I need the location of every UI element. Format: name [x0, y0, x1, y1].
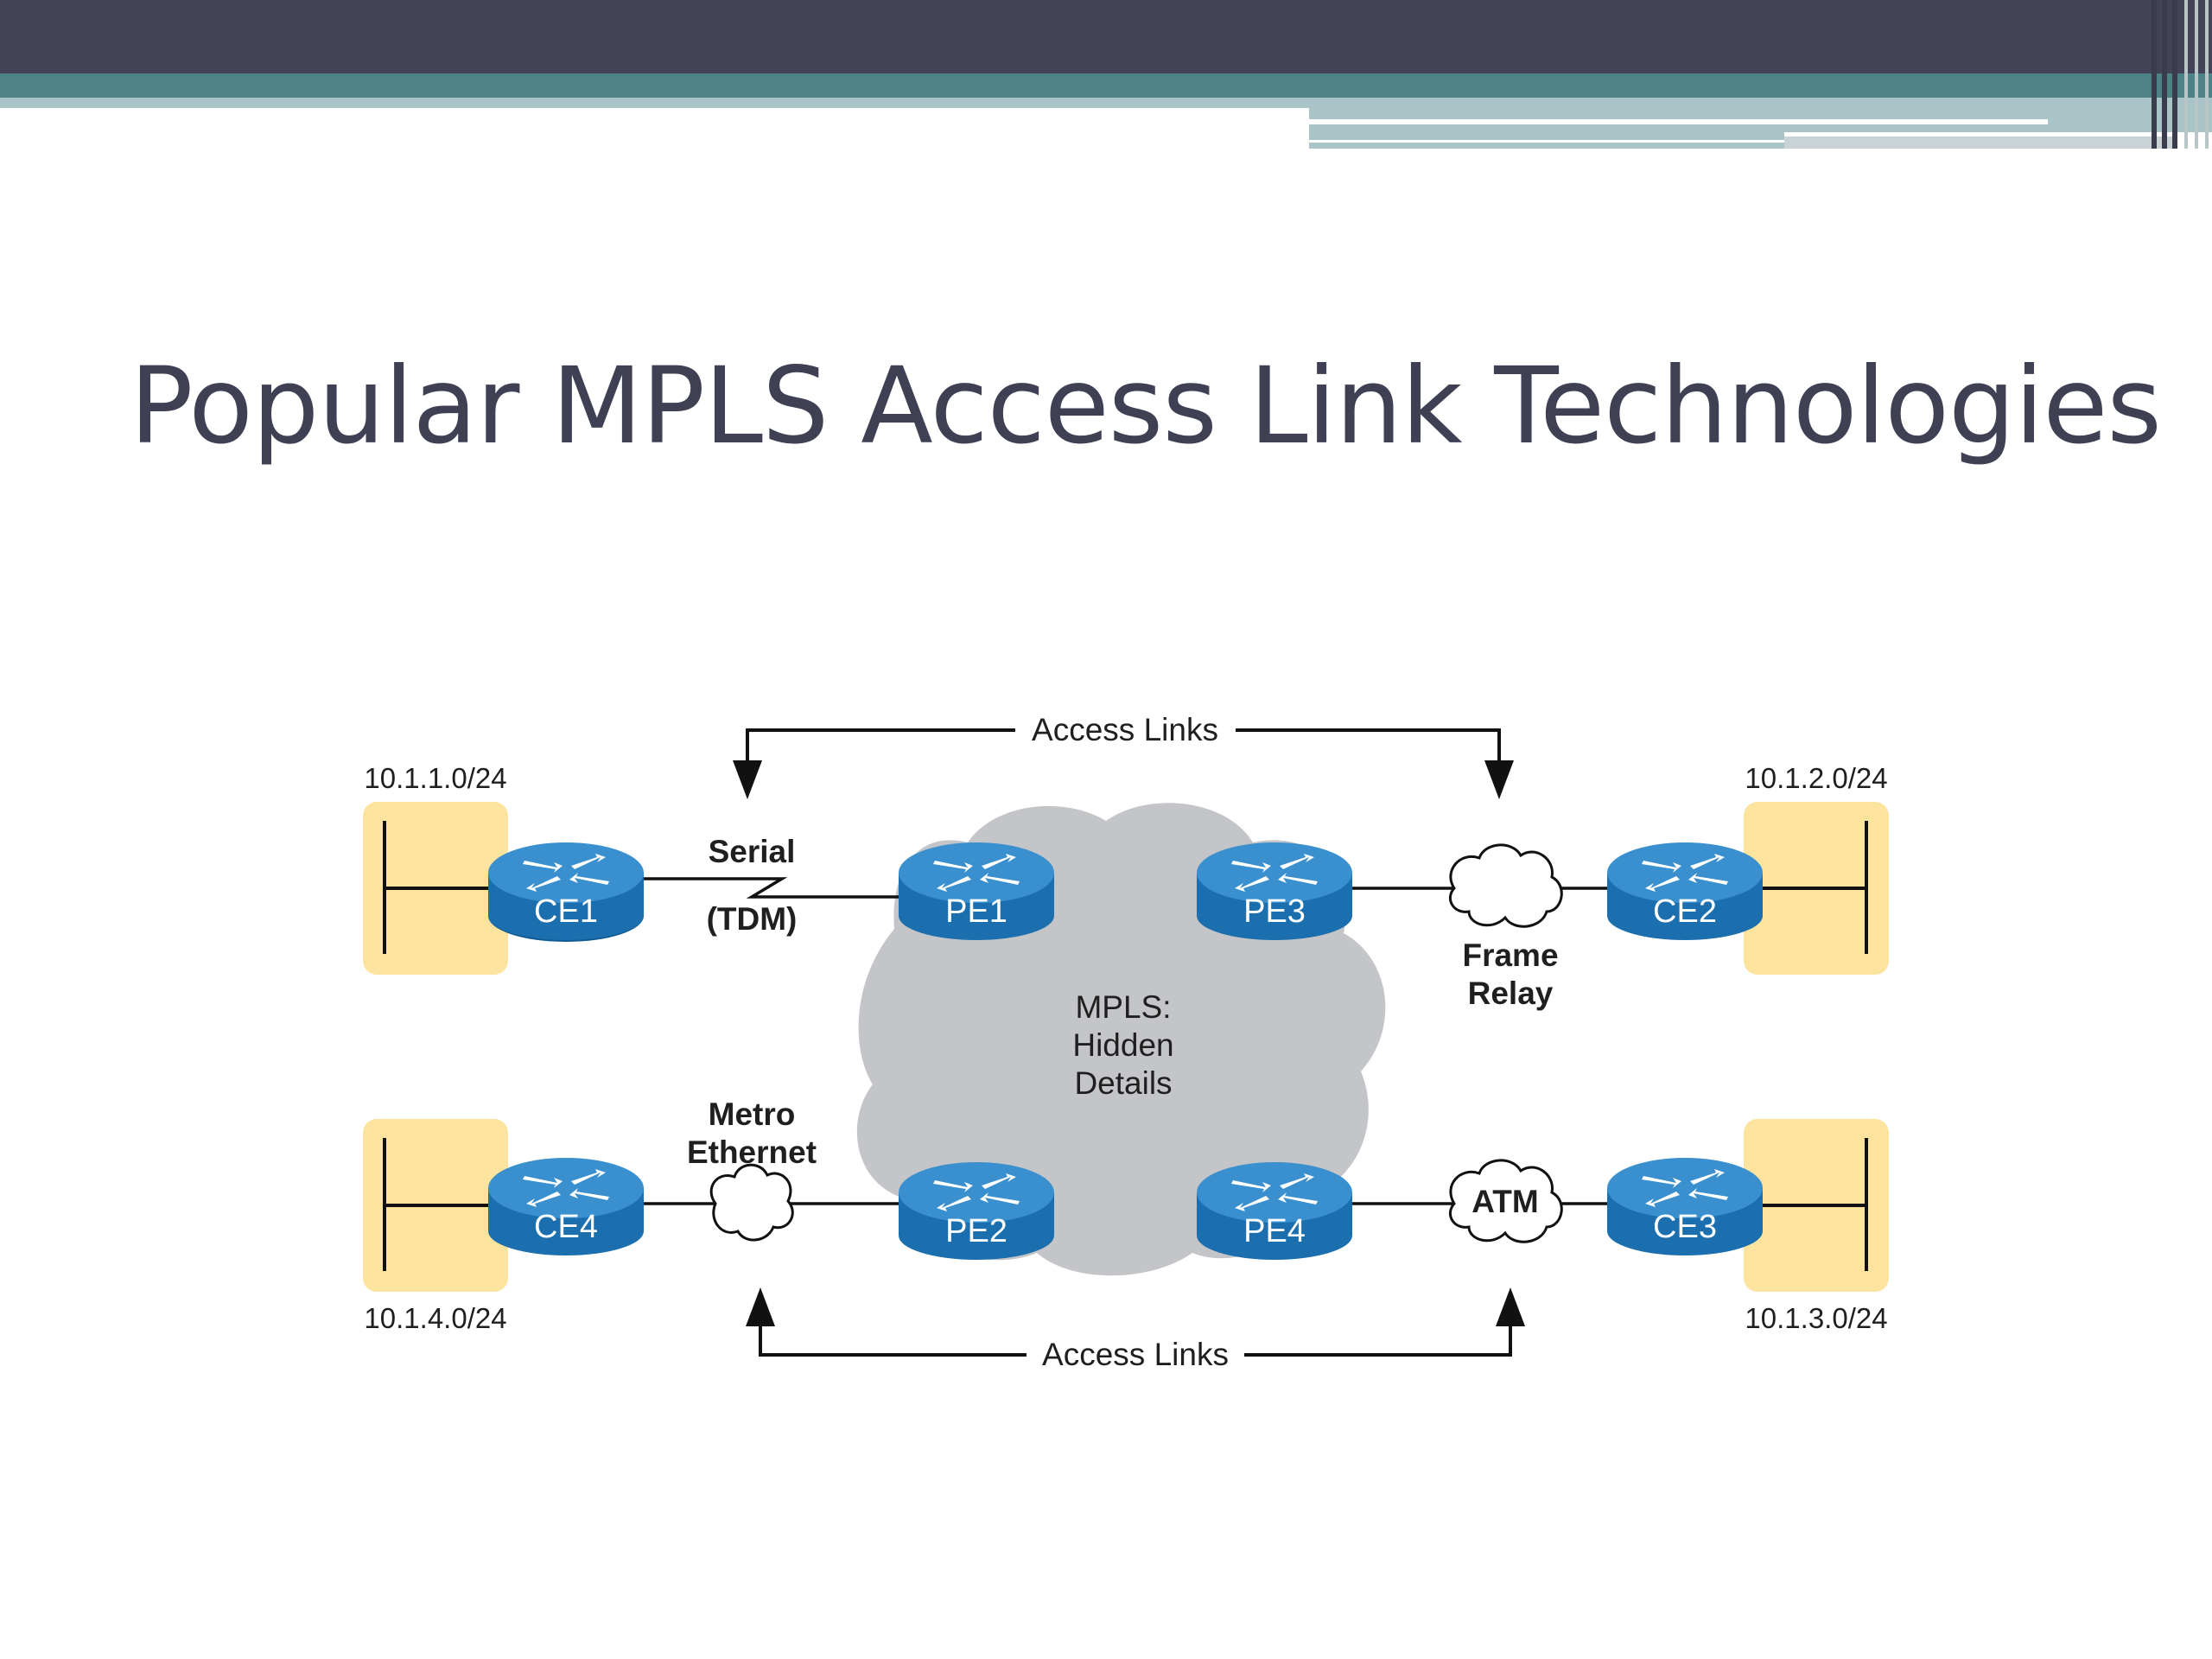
header-edge-stripe: [2172, 0, 2177, 149]
relay-label: Relay: [1468, 976, 1554, 1011]
router-label-ce3: CE3: [1653, 1209, 1717, 1245]
router-pe2: PE2: [899, 1162, 1054, 1260]
router-ce3: CE3: [1607, 1158, 1763, 1255]
access-links-top-label: Access Links: [1032, 712, 1218, 747]
serial-link: [641, 877, 899, 899]
router-ce1: CE1: [488, 842, 644, 942]
router-pe3: PE3: [1197, 842, 1352, 940]
frame-label: Frame: [1462, 938, 1558, 973]
arrowhead-bottom-left: [746, 1287, 775, 1326]
header-band-white-stripe: [1309, 119, 2048, 124]
subnet-label-ce2: 10.1.2.0/24: [1745, 762, 1887, 794]
access-links-bottom-label: Access Links: [1042, 1337, 1229, 1372]
lan-segment-ce3: [1750, 1138, 1868, 1271]
header-band-tail-gray: [1784, 137, 2177, 149]
atm-label: ATM: [1471, 1184, 1538, 1219]
lan-segment-ce2: [1750, 821, 1868, 954]
router-label-pe1: PE1: [945, 893, 1007, 930]
arrowhead-top-left: [733, 760, 762, 799]
header-edge-stripe: [2152, 0, 2157, 149]
ethernet-label: Ethernet: [687, 1135, 817, 1170]
router-ce4: CE4: [488, 1158, 644, 1255]
router-label-ce1: CE1: [534, 893, 598, 930]
subnet-label-ce3: 10.1.3.0/24: [1745, 1302, 1887, 1334]
frame-relay-cloud: [1448, 843, 1563, 928]
header-edge-stripe: [2162, 0, 2167, 149]
header-edge-stripe-light: [2184, 0, 2188, 149]
access-links-top-right-arrow: [1236, 728, 1503, 789]
header-band-lower-stripe-white: [1309, 140, 1784, 143]
router-pe1: PE1: [899, 842, 1054, 940]
metro-ethernet-cloud: [709, 1163, 794, 1242]
router-label-ce4: CE4: [534, 1209, 598, 1245]
arrowhead-top-right: [1484, 760, 1514, 799]
tdm-label: (TDM): [707, 901, 798, 937]
header-edge-stripe-light: [2195, 0, 2198, 149]
atm-cloud: [1448, 1159, 1563, 1243]
router-label-pe3: PE3: [1243, 893, 1306, 930]
lan-segment-ce1: [383, 821, 501, 954]
header-band-teal: [0, 73, 2212, 98]
header-band-dark: [0, 0, 2212, 73]
mpls-cloud-label-line2: Hidden: [1072, 1027, 1173, 1063]
router-label-pe2: PE2: [945, 1213, 1007, 1249]
metro-label: Metro: [709, 1096, 796, 1132]
router-label-pe4: PE4: [1243, 1213, 1306, 1249]
mpls-cloud-label-line3: Details: [1074, 1065, 1172, 1101]
access-links-top-left-arrow: [743, 728, 1015, 789]
access-links-bottom-left-arrow: [756, 1296, 1027, 1357]
slide-title: Popular MPLS Access Link Technologies: [130, 345, 2162, 467]
router-label-ce2: CE2: [1653, 893, 1717, 930]
subnet-label-ce4: 10.1.4.0/24: [364, 1302, 506, 1334]
subnet-label-ce1: 10.1.1.0/24: [364, 762, 506, 794]
serial-label: Serial: [709, 834, 796, 869]
router-ce2: CE2: [1607, 842, 1763, 940]
header-band-light-right: [1309, 98, 2212, 132]
router-pe4: PE4: [1197, 1162, 1352, 1260]
header-edge-stripe-light: [2205, 0, 2209, 149]
header-band-light-left: [0, 98, 1309, 108]
arrowhead-bottom-right: [1496, 1287, 1525, 1326]
lan-segment-ce4: [383, 1138, 501, 1271]
access-links-bottom-right-arrow: [1244, 1296, 1515, 1357]
mpls-cloud-label-line1: MPLS:: [1075, 989, 1171, 1025]
